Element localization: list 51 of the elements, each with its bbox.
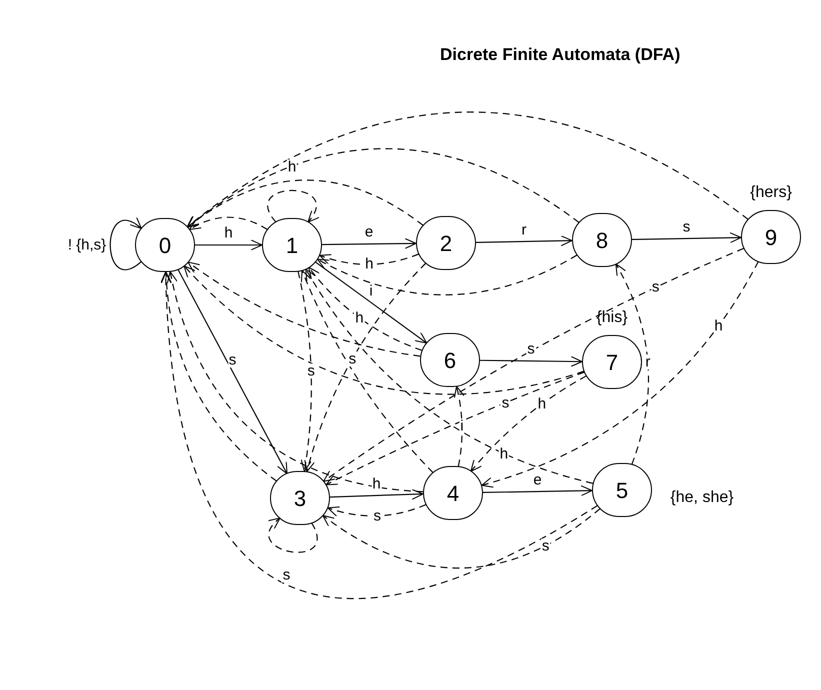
transition-arrow: [482, 485, 592, 496]
edge-label: s: [348, 352, 358, 366]
edge-label: s: [540, 538, 550, 554]
dashed-transition-arrow: [267, 190, 319, 223]
edge-label: s: [306, 364, 316, 379]
transition-arrow: [330, 488, 424, 500]
output-set-label: {hers}: [750, 183, 792, 203]
dashed-transition-arrow: [327, 504, 426, 517]
edge-label: i: [368, 283, 374, 298]
transition-arrow: [476, 235, 572, 246]
transition-arrow: [178, 269, 288, 474]
transition-arrow: [480, 356, 582, 367]
dashed-transition-arrow: [268, 518, 318, 553]
edge-label: h: [354, 310, 365, 326]
edge-label: h: [223, 226, 234, 240]
dashed-transition-arrow: [305, 268, 594, 484]
diagram-title: Dicrete Finite Automata (DFA): [440, 44, 680, 66]
dashed-transition-arrow: [186, 148, 580, 228]
dashed-transition-arrow: [319, 254, 419, 265]
dashed-transition-arrow: [316, 254, 578, 296]
transition-arrow: [110, 218, 142, 270]
transition-arrow: [322, 238, 416, 250]
dashed-transition-arrow: [167, 271, 424, 492]
dashed-transition-arrow: [160, 272, 598, 599]
dashed-transition-arrow: [189, 216, 268, 230]
dashed-transition-arrow: [298, 271, 312, 472]
transition-arrow: [632, 232, 742, 244]
dashed-transition-arrow: [186, 112, 749, 228]
dashed-transition-arrow: [481, 261, 759, 488]
transition-arrow: [315, 262, 428, 344]
edge-label: h: [371, 476, 382, 491]
dashed-transition-arrow: [188, 262, 420, 357]
output-set-label: {his}: [596, 308, 628, 328]
dashed-transition-arrow: [326, 372, 584, 486]
edge-label: h: [498, 446, 510, 462]
edge-label: ! {h,s}: [66, 238, 108, 252]
dashed-transition-arrow: [470, 375, 587, 472]
dashed-transition-arrow: [187, 180, 424, 228]
transition-arrow: [195, 240, 262, 250]
dashed-transition-arrow: [615, 263, 650, 465]
edge-label: r: [644, 354, 652, 370]
output-set-label: {he, she}: [670, 488, 734, 508]
dashed-transition-arrow: [184, 265, 584, 394]
dashed-transition-arrow: [161, 271, 277, 482]
dashed-transition-arrow: [323, 248, 744, 482]
dashed-transition-arrow: [308, 266, 422, 351]
edge-label: h: [286, 160, 298, 174]
edge-label: i: [459, 418, 465, 434]
dashed-transition-arrow: [454, 386, 464, 467]
dashed-transition-arrow: [322, 508, 601, 568]
edge-label: h: [713, 318, 724, 334]
